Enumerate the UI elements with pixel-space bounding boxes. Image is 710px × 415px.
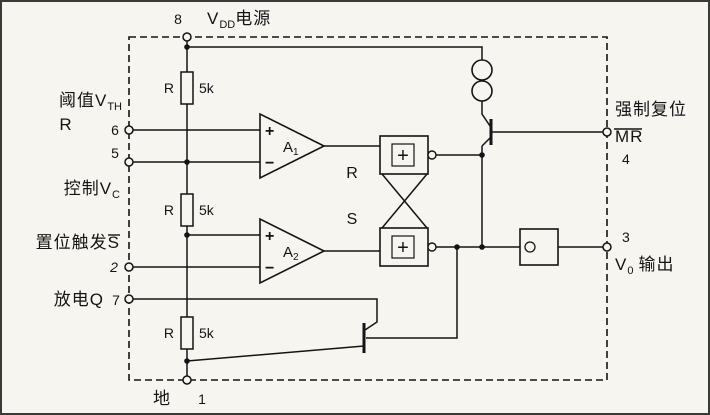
pin4-number: 4: [622, 151, 630, 167]
pin7-labels: 放电Q 7: [54, 290, 120, 309]
pin6-number: 6: [111, 122, 119, 138]
current-source: [471, 59, 493, 102]
pin6-label-line2: R: [59, 115, 72, 134]
comparator-a1-label: A1: [283, 139, 299, 158]
pin2-terminal: [124, 262, 134, 272]
pin7-label: 放电Q: [54, 290, 104, 309]
resistor-r2-name: R: [164, 202, 174, 218]
comparator-a2-plus-sign: +: [265, 228, 274, 245]
rs-flipflop: + + R S: [346, 135, 437, 267]
comparator-a2-triangle: [259, 217, 326, 285]
wires: [133, 41, 603, 376]
nor-gate-bottom-inner-box: [391, 235, 415, 259]
current-source-circle-bottom: [471, 80, 493, 102]
nor-gate-top-inner-box: [391, 143, 415, 167]
comparator-a2-minus-sign: −: [265, 260, 274, 277]
nor-gate-top: [379, 135, 429, 175]
nor-gate-top-plus: +: [397, 145, 409, 167]
pin1-labels: 地 1: [153, 389, 206, 408]
pin5-terminal: [124, 157, 134, 167]
pin1-terminal: [182, 375, 192, 385]
junction-dot: [184, 232, 190, 238]
pin8-label: VDD电源: [207, 9, 271, 31]
nor-gate-bottom: [379, 227, 429, 267]
output-buffer: [519, 228, 559, 266]
comparator-a1: + − A1: [259, 112, 326, 180]
junction-dot: [184, 358, 190, 364]
nor-gate-bottom-plus: +: [397, 237, 409, 259]
pin6-terminal: [124, 125, 134, 135]
current-source-circle-top: [471, 59, 493, 81]
pin2-label: 置位触发S: [36, 233, 120, 252]
junction-dot: [479, 152, 485, 158]
flipflop-s-input-label: S: [347, 211, 358, 228]
ic-boundary: [128, 36, 608, 381]
flipflop-r-input-label: R: [346, 165, 358, 182]
resistor-r2-value: 5k: [199, 202, 215, 218]
junction-dot: [454, 244, 460, 250]
pin5-number: 5: [111, 145, 119, 161]
comparator-a1-triangle: [259, 112, 326, 180]
pin4-label: 强制复位: [615, 100, 687, 119]
junction-dot: [479, 244, 485, 250]
resistor-r2: [180, 193, 194, 227]
pin5-labels: 5 控制VC: [64, 145, 120, 201]
resistor-r3-value: 5k: [199, 325, 215, 341]
resistor-r1-name: R: [164, 80, 174, 96]
pin3-terminal: [602, 242, 612, 252]
pin8-terminal: [182, 32, 192, 42]
resistor-r1-value: 5k: [199, 80, 215, 96]
resistor-labels: R 5k R 5k R 5k: [164, 80, 215, 341]
pin5-label: 控制VC: [64, 179, 120, 201]
pin1-number: 1: [198, 391, 206, 407]
comparator-a2: + − A2: [259, 217, 326, 285]
pin4-labels: 强制复位 MR 4: [614, 100, 687, 167]
pin2-number: 2: [109, 259, 118, 275]
comparator-a2-label: A2: [283, 244, 299, 263]
pin-terminals: [124, 32, 612, 385]
pin8-labels: 8 VDD电源: [174, 9, 271, 31]
ic-boundary-rect: [128, 36, 608, 381]
nor-gate-top-output-bubble: [427, 150, 437, 160]
pin4-label-mr: MR: [615, 127, 643, 146]
junction-dots: [184, 44, 485, 364]
junction-dot: [184, 159, 190, 165]
resistor-r1: [180, 71, 194, 105]
resistor-r3-name: R: [164, 325, 174, 341]
pin7-terminal: [124, 294, 134, 304]
voltage-divider: [180, 71, 194, 350]
pin2-labels: 置位触发S 2: [36, 233, 120, 275]
output-buffer-box: [519, 228, 559, 266]
pin8-number: 8: [174, 11, 182, 27]
wire-path: [133, 41, 603, 376]
pin4-terminal: [602, 127, 612, 137]
comparator-a1-minus-sign: −: [265, 155, 274, 172]
pin6-labels: 阈值VTH R 6: [59, 91, 122, 138]
output-buffer-bubble: [524, 241, 536, 253]
pin3-number: 3: [622, 229, 630, 245]
pin7-number: 7: [112, 292, 120, 308]
junction-dot: [184, 44, 190, 50]
pin1-label: 地: [153, 389, 171, 408]
comparator-a1-plus-sign: +: [265, 123, 274, 140]
pin6-label-line1: 阈值VTH: [59, 91, 122, 113]
resistor-r3: [180, 316, 194, 350]
nor-gate-bottom-output-bubble: [427, 242, 437, 252]
